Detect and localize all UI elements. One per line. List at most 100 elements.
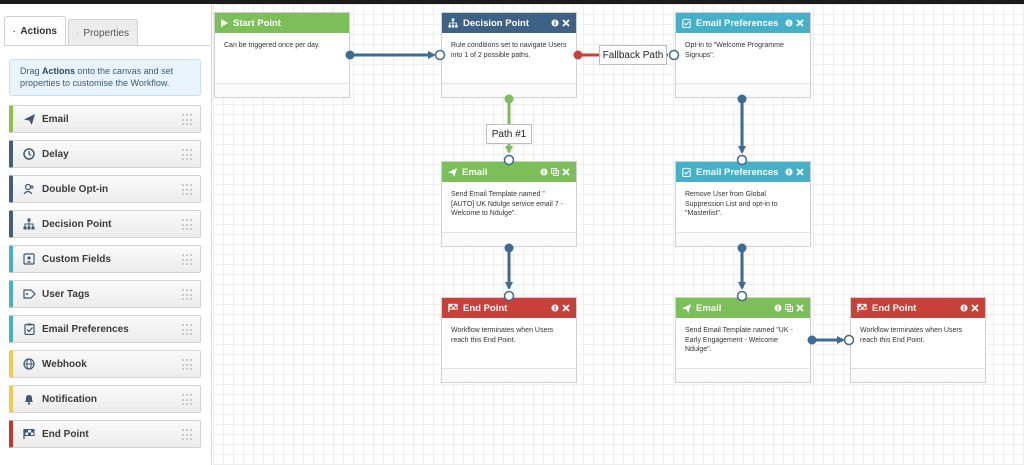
tag-icon — [19, 288, 39, 300]
action-end-point[interactable]: End Point — [9, 420, 201, 448]
info-icon[interactable] — [551, 19, 559, 27]
node-title: End Point — [872, 302, 917, 314]
action-notification[interactable]: Notification — [9, 385, 201, 413]
node-title: Decision Point — [463, 17, 529, 29]
action-email-preferences[interactable]: Email Preferences — [9, 315, 201, 343]
action-label: Custom Fields — [42, 253, 111, 265]
user-plus-icon — [19, 183, 39, 195]
drag-handle-icon[interactable] — [182, 114, 192, 126]
close-icon[interactable] — [796, 304, 804, 312]
action-label: Notification — [42, 393, 97, 405]
drag-handle-icon[interactable] — [182, 394, 192, 406]
flag-icon — [19, 428, 39, 440]
gear-icon — [77, 32, 79, 34]
close-icon[interactable] — [796, 19, 804, 27]
node-footer — [442, 368, 576, 382]
play-icon — [221, 19, 228, 27]
action-custom-fields[interactable]: Custom Fields — [9, 245, 201, 273]
info-icon[interactable] — [960, 304, 968, 312]
node-email-preferences-1[interactable]: Email Preferences Opt-in to "Welcome Pro… — [675, 12, 811, 98]
node-start-point[interactable]: Start Point Can be triggered once per da… — [214, 12, 350, 98]
close-icon[interactable] — [562, 168, 570, 176]
action-label: Webhook — [42, 358, 87, 370]
action-webhook[interactable]: Webhook — [9, 350, 201, 378]
node-description: Send Email Template named "[AUTO] UK Ndu… — [451, 191, 563, 217]
action-label: Email — [42, 113, 69, 125]
tab-actions[interactable]: Actions — [4, 16, 66, 46]
node-end-point-2[interactable]: End Point Workflow terminates when Users… — [850, 297, 986, 383]
info-icon[interactable] — [774, 304, 782, 312]
drag-handle-icon[interactable] — [182, 184, 192, 196]
sidebar-tabs: Actions Properties — [4, 16, 140, 46]
label-path-1[interactable]: Path #1 — [486, 124, 532, 144]
node-header: End Point — [442, 298, 576, 318]
node-header: Start Point — [215, 13, 349, 33]
node-email-preferences-2[interactable]: Email Preferences Remove User from Globa… — [675, 161, 811, 247]
drag-handle-icon[interactable] — [182, 324, 192, 336]
node-title: Email — [696, 302, 722, 314]
action-user-tags[interactable]: User Tags — [9, 280, 201, 308]
info-icon[interactable] — [540, 168, 548, 176]
node-description: Rule conditions set to navigate Users in… — [451, 42, 567, 59]
action-label: User Tags — [42, 288, 90, 300]
drag-handle-icon[interactable] — [182, 219, 192, 231]
node-description: Remove User from Global Suppression List… — [685, 191, 778, 217]
action-email[interactable]: Email — [9, 105, 201, 133]
info-icon[interactable] — [785, 168, 793, 176]
action-delay[interactable]: Delay — [9, 140, 201, 168]
close-icon[interactable] — [796, 168, 804, 176]
info-hint: Drag Actions onto the canvas and set pro… — [9, 59, 201, 96]
checklist-icon — [19, 323, 39, 335]
node-footer — [215, 83, 349, 97]
node-header: Email — [442, 162, 576, 182]
node-footer — [676, 232, 810, 246]
label-fallback-path[interactable]: Fallback Path — [599, 45, 667, 65]
node-email-2[interactable]: Email Send Email Template named "UK - Ea… — [675, 297, 811, 383]
id-card-icon — [19, 253, 39, 265]
info-bold: Actions — [42, 66, 76, 76]
node-end-point-1[interactable]: End Point Workflow terminates when Users… — [441, 297, 577, 383]
info-prefix: Drag — [20, 66, 43, 76]
node-footer — [851, 368, 985, 382]
drag-handle-icon[interactable] — [182, 289, 192, 301]
tab-properties[interactable]: Properties — [68, 19, 138, 46]
node-decision-point[interactable]: Decision Point Rule conditions set to na… — [441, 12, 577, 98]
drag-handle-icon[interactable] — [182, 149, 192, 161]
node-header: Email — [676, 298, 810, 318]
sitemap-icon — [448, 18, 458, 28]
info-suffix: onto the canvas and set properties to cu… — [20, 66, 174, 88]
action-label: Double Opt-in — [42, 183, 109, 195]
node-title: Email — [462, 166, 488, 178]
node-footer — [442, 83, 576, 97]
node-title: End Point — [463, 302, 508, 314]
drag-handle-icon[interactable] — [182, 254, 192, 266]
drag-handle-icon[interactable] — [182, 359, 192, 371]
action-decision-point[interactable]: Decision Point — [9, 210, 201, 238]
node-title: Email Preferences — [696, 166, 779, 178]
node-email-1[interactable]: Email Send Email Template named "[AUTO] … — [441, 161, 577, 247]
node-description: Send Email Template named "UK - Early En… — [685, 327, 793, 353]
node-footer — [676, 368, 810, 382]
action-label: Delay — [42, 148, 69, 160]
copy-icon[interactable] — [551, 168, 559, 176]
drag-handle-icon[interactable] — [182, 429, 192, 441]
action-double-opt-in[interactable]: Double Opt-in — [9, 175, 201, 203]
info-icon[interactable] — [785, 19, 793, 27]
top-bar — [0, 0, 1024, 4]
paper-plane-icon — [682, 303, 691, 313]
flag-icon — [857, 303, 867, 313]
node-footer — [442, 232, 576, 246]
action-label: Email Preferences — [42, 323, 129, 335]
info-icon[interactable] — [551, 304, 559, 312]
tab-properties-label: Properties — [83, 27, 129, 39]
flag-icon — [448, 303, 458, 313]
action-label: End Point — [42, 428, 89, 440]
copy-icon[interactable] — [785, 304, 793, 312]
action-label: Decision Point — [42, 218, 112, 230]
close-icon[interactable] — [562, 19, 570, 27]
sitemap-icon — [19, 218, 39, 230]
node-title: Email Preferences — [696, 17, 779, 29]
close-icon[interactable] — [971, 304, 979, 312]
close-icon[interactable] — [562, 304, 570, 312]
globe-icon — [19, 358, 39, 370]
